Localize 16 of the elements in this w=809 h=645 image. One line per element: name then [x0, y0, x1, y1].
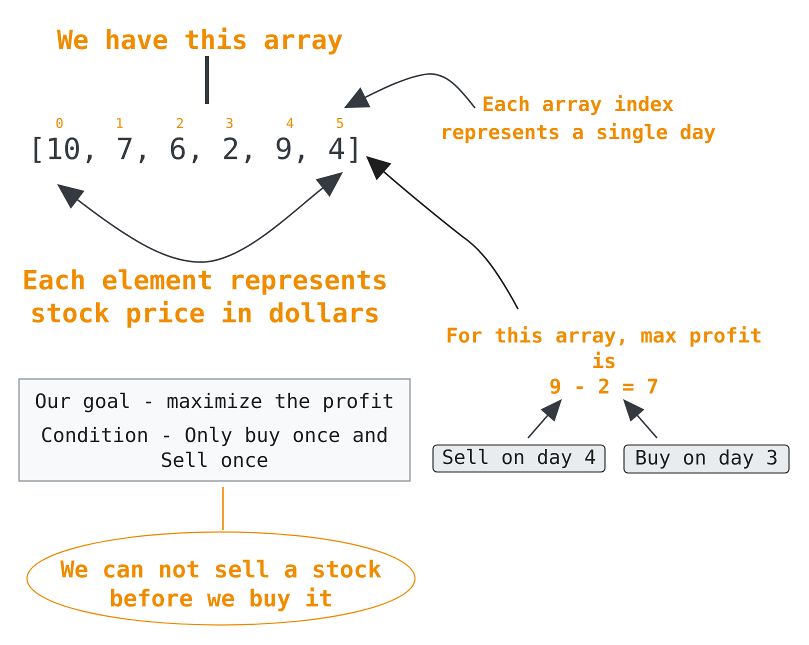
connector-line [222, 487, 224, 530]
index-number: 3 [226, 118, 233, 128]
annotation-text: Each array index represents a single day [443, 94, 716, 144]
annotation-text: Each element represents stock price in dollars [24, 269, 386, 328]
index-number: 4 [286, 118, 294, 128]
index-number: 1 [117, 118, 123, 128]
label-box: Sell on day 4 [432, 444, 606, 473]
label-box: Buy on day 3 [623, 444, 790, 474]
connector-line [205, 56, 209, 104]
index-number: 2 [176, 118, 183, 128]
annotation-text: We have this array [56, 28, 342, 54]
index-number: 0 [56, 118, 63, 128]
annotation-text: For this array, max profit is 9 - 2 = 7 [448, 326, 760, 394]
array-text: [10, 7, 6, 2, 9, 4] [34, 136, 356, 164]
note-box: Our goal - maximize the profit Condition - Only buy once and Sell once [18, 378, 411, 482]
index-number: 5 [336, 118, 343, 128]
